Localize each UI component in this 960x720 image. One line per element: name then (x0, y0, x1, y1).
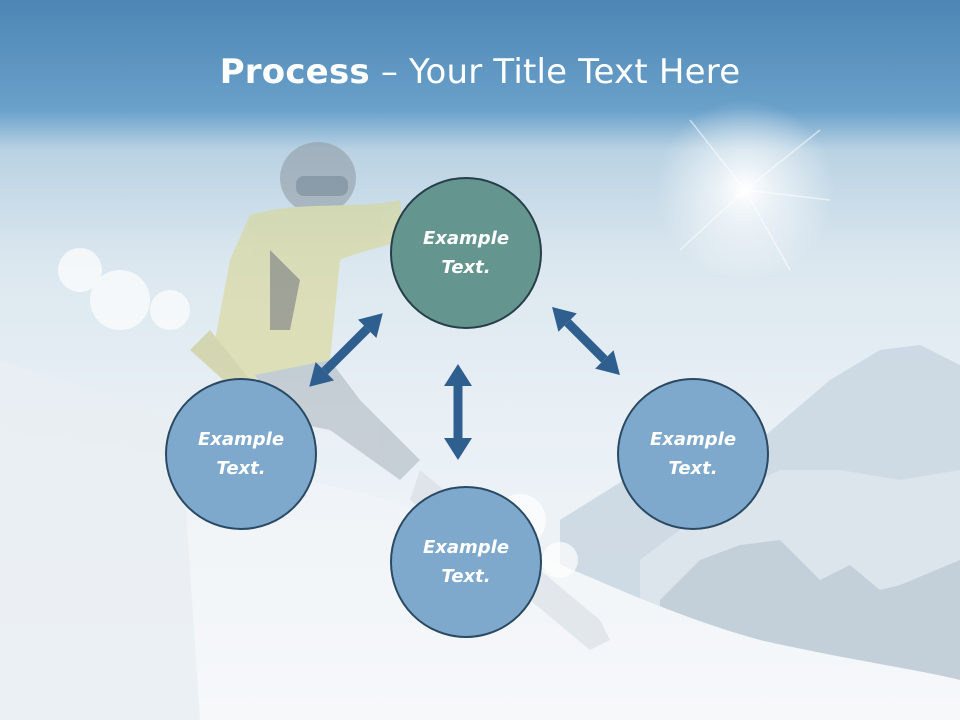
node-bottom-label: Example Text. (422, 537, 510, 587)
node-top-label: Example Text. (422, 228, 510, 278)
title-bold-part: Process (219, 52, 370, 92)
node-left-label: Example Text. (197, 429, 285, 479)
process-node-right[interactable]: Example Text. (617, 378, 769, 530)
process-node-bottom[interactable]: Example Text. (390, 486, 542, 638)
process-node-top[interactable]: Example Text. (390, 177, 542, 329)
slide-title: Process – Your Title Text Here (0, 52, 960, 92)
node-right-label: Example Text. (649, 429, 737, 479)
title-rest-part: – Your Title Text Here (369, 52, 741, 92)
process-node-left[interactable]: Example Text. (165, 378, 317, 530)
